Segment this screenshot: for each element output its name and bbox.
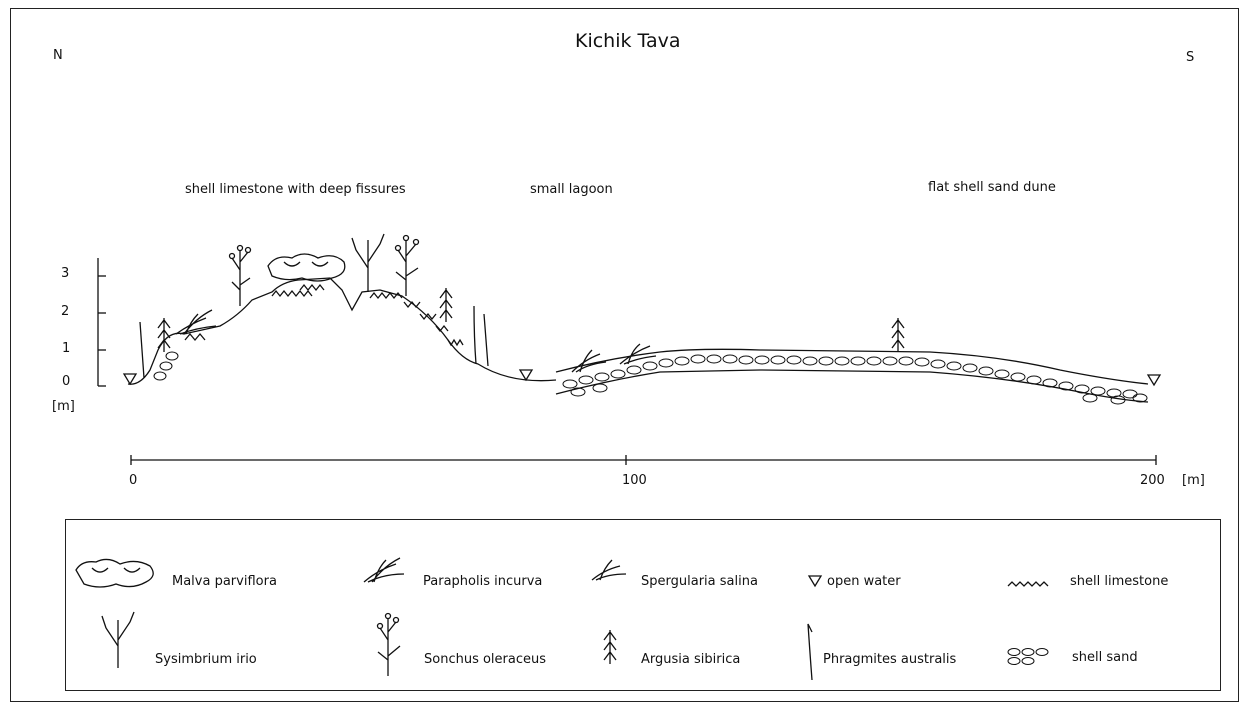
shell-sand-icon [1008,649,1048,665]
legend-label-shell-limestone: shell limestone [1070,574,1168,589]
legend-label-phragmites: Phragmites australis [823,652,956,667]
sysimbrium-icon [102,612,134,668]
legend-label-shell-sand: shell sand [1072,650,1138,665]
legend-label-sonchus: Sonchus oleraceus [424,652,546,667]
argusia-icon [604,630,616,664]
legend-label-sysimbrium: Sysimbrium irio [155,652,257,667]
phragmites-icon [808,624,812,680]
legend-label-open-water: open water [827,574,901,589]
parapholis-icon [364,558,404,582]
malva-icon [76,559,153,587]
legend-label-malva: Malva parviflora [172,574,277,589]
legend-label-parapholis: Parapholis incurva [423,574,542,589]
spergularia-icon [592,560,626,580]
legend-label-argusia: Argusia sibirica [641,652,740,667]
sonchus-icon [378,614,401,677]
legend-label-spergularia: Spergularia salina [641,574,758,589]
open-water-icon [809,576,821,586]
shell-limestone-icon [1008,582,1048,586]
